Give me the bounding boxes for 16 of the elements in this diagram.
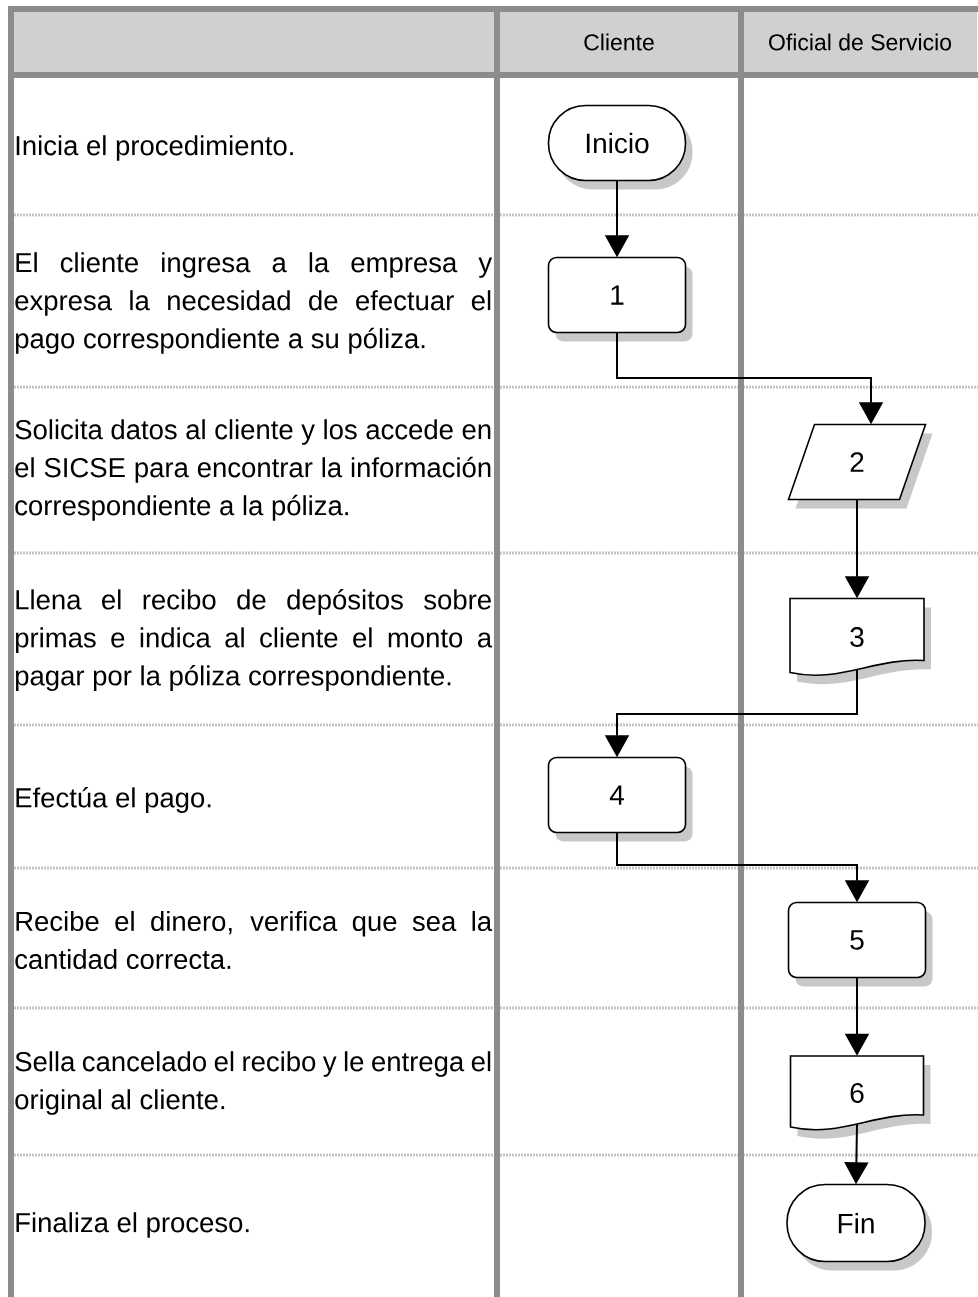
- step-description: Sella cancelado el recibo y le entrega el original al cliente.: [15, 1051, 491, 1115]
- column-header: Cliente: [500, 12, 738, 72]
- step-description: Efectúa el pago.: [16, 787, 211, 813]
- process-box: 4: [547, 756, 693, 842]
- data-parallelogram: 2: [787, 423, 933, 509]
- step-description: Finaliza el proceso.: [16, 1212, 249, 1238]
- terminal-oval: Fin: [786, 1183, 932, 1271]
- step-description: Llena el recibo de depósitos sobre primas e indica al cliente el monto a pagar por la póliza correspondiente.: [15, 589, 493, 691]
- terminal-oval: Inicio: [547, 104, 693, 190]
- step-description: Solicita datos al cliente y los accede en el SICSE para encontrar la información correspondiente a la póliza.: [15, 419, 491, 521]
- process-box: 5: [787, 901, 933, 987]
- step-description: Inicia el procedimiento.: [16, 135, 293, 161]
- step-description: Recibe el dinero, verifica que sea la cantidad correcta.: [15, 910, 493, 970]
- column-header: Oficial de Servicio: [743, 12, 977, 72]
- step-description: El cliente ingresa a la empresa y expresa la necesidad de efectuar el pago correspondiente a su póliza.: [15, 252, 493, 354]
- process-box: 1: [547, 256, 693, 342]
